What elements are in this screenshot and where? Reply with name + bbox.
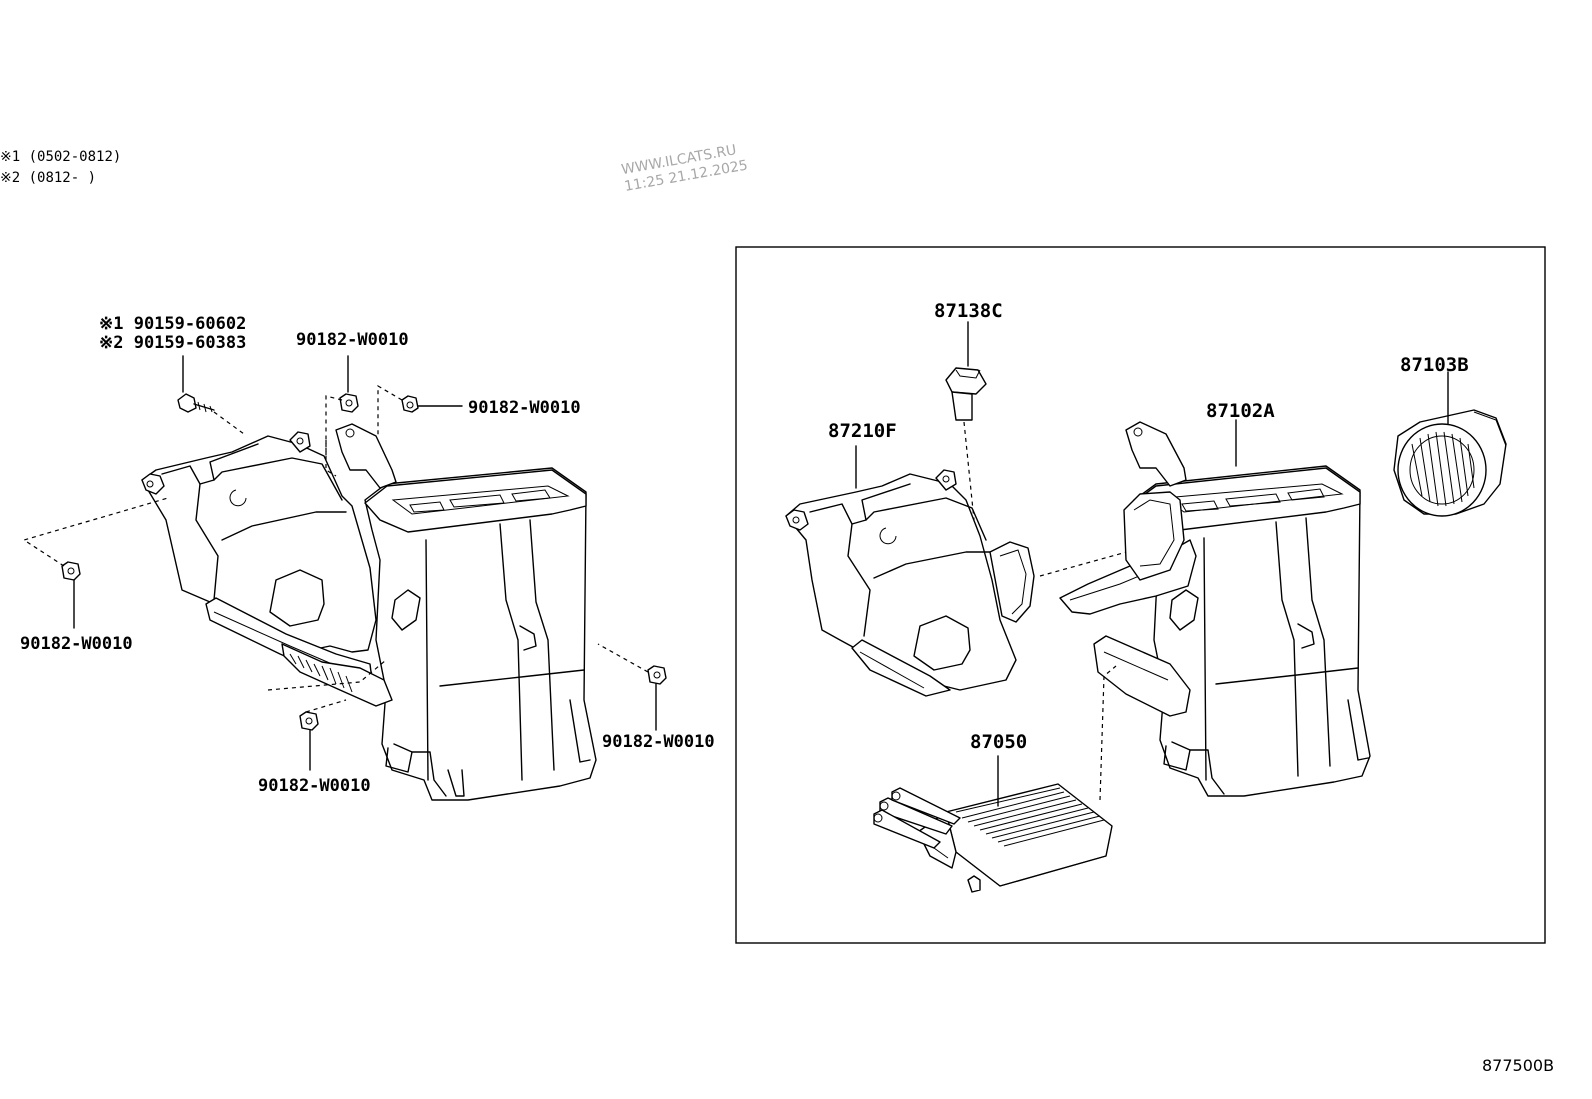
label-screw-1: ※1 90159-60602 — [99, 314, 246, 334]
label-screw-2: ※2 90159-60383 — [99, 333, 246, 353]
blower-case — [785, 445, 1171, 697]
label-nut-bottom: 90182-W0010 — [258, 776, 371, 796]
legend-line-1: ※1 (0502-0812) — [0, 149, 121, 165]
detail-frame — [735, 246, 1546, 944]
label-resistor: 87138C — [934, 300, 1003, 322]
label-nut-top-right: 90182-W0010 — [468, 398, 581, 418]
heater-case — [1059, 419, 1371, 797]
label-heater-case: 87102A — [1206, 400, 1275, 422]
label-blower-fan: 87103B — [1400, 354, 1469, 376]
legend-line-2: ※2 (0812- ) — [0, 170, 96, 186]
diagram-code: 877500B — [1482, 1056, 1554, 1075]
label-nut-right: 90182-W0010 — [602, 732, 715, 752]
label-blower-case: 87210F — [828, 420, 897, 442]
nut-icon-top-right — [377, 384, 463, 436]
label-nut-left: 90182-W0010 — [20, 634, 133, 654]
label-nut-top: 90182-W0010 — [296, 330, 409, 350]
label-heater-core: 87050 — [970, 731, 1027, 753]
heater-core-icon — [873, 665, 1117, 893]
nut-icon-left — [22, 497, 169, 629]
blower-resistor — [945, 321, 987, 521]
heater-unit-assembly — [141, 423, 597, 801]
blower-fan-icon — [1393, 371, 1507, 517]
nut-icon-bottom — [267, 659, 387, 771]
nut-icon-top — [325, 355, 359, 477]
nut-icon-right — [597, 643, 667, 731]
watermark: WWW.ILCATS.RU 11:25 21.12.2025 — [620, 142, 749, 195]
screw-icon — [177, 355, 245, 435]
